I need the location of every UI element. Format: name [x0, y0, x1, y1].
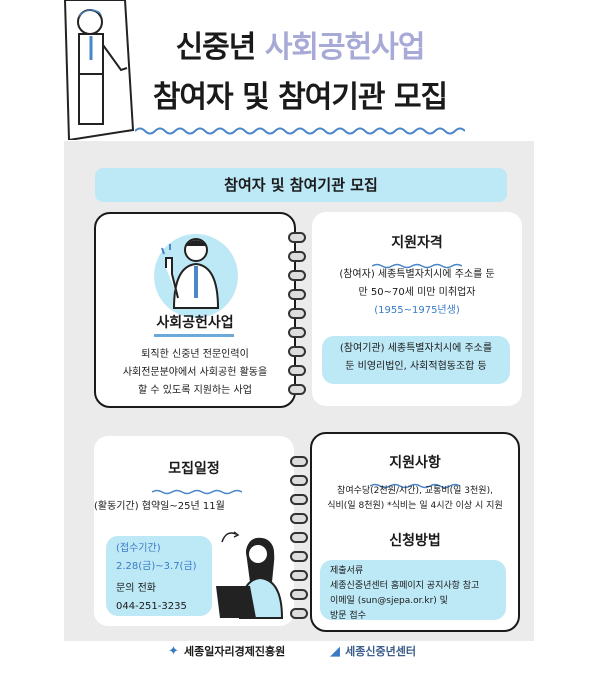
eligibility-card: 지원자격 (참여자) 세종특별자치시에 주소를 둔 만 50~70세 미만 미취… [312, 212, 522, 406]
wave-divider [134, 121, 466, 140]
participant-eligibility: (참여자) 세종특별자치시에 주소를 둔 만 50~70세 미만 미취업자 (1… [339, 269, 495, 316]
section-banner: 참여자 및 참여기관 모집 [95, 168, 507, 202]
laptop-woman-illustration [212, 522, 292, 626]
schedule-card: 모집일정 (활동기간) 협약일~25년 11월 (접수기간) 2.28(금)~3… [94, 436, 294, 626]
schedule-heading: 모집일정 [168, 461, 220, 477]
intro-description: 퇴직한 신중년 전문인력이 사회전문분야에서 사회공헌 활동을 할 수 있도록 … [122, 349, 268, 396]
apply-box: 제출서류 세종신중년센터 홈페이지 공지사항 참고 이메일 (sun@sjepa… [320, 560, 506, 621]
title-accent: 사회공헌사업 [264, 30, 426, 65]
support-details: 참여수당(2천원/시간), 교통비(일 3천원), 식비(일 8천원) *식비는… [327, 486, 503, 511]
intro-heading-underline [154, 334, 234, 337]
economy-logo-icon: ✦ [168, 644, 179, 659]
binder-rings-top [288, 232, 306, 395]
title-prefix: 신중년 [175, 30, 257, 65]
intro-heading: 사회공헌사업 [156, 315, 234, 331]
support-wave [369, 474, 461, 493]
org-eligibility-box: (참여기관) 세종특별자치시에 주소를 둔 비영리법인, 사회적협동조합 등 [322, 336, 510, 384]
reception-box: (접수기간) 2.28(금)~3.7(금) 문의 전화 044-251-3235 [106, 536, 212, 616]
page-subtitle: 참여자 및 참여기관 모집 [152, 80, 448, 115]
page-title: 신중년 사회공헌사업 [0, 22, 600, 66]
eligibility-wave [371, 254, 463, 273]
apply-heading: 신청방법 [389, 533, 441, 549]
activity-period: (활동기간) 협약일~25년 11월 [94, 501, 225, 512]
schedule-wave [151, 480, 243, 499]
footer-logo-economy: ✦ 세종일자리경제진흥원 [168, 644, 286, 659]
intro-card: 사회공헌사업 퇴직한 신중년 전문인력이 사회전문분야에서 사회공헌 활동을 할… [94, 212, 296, 408]
center-logo-icon: ◢ [330, 644, 340, 659]
thumbs-up-man-illustration [144, 228, 248, 322]
support-card: 지원사항 참여수당(2천원/시간), 교통비(일 3천원), 식비(일 8천원)… [310, 432, 520, 632]
eligibility-heading: 지원자격 [391, 235, 443, 251]
door-man-illustration [55, 0, 135, 142]
support-heading: 지원사항 [389, 455, 441, 471]
binder-rings-bottom [290, 456, 308, 619]
footer-logo-center: ◢ 세종신중년센터 [330, 644, 416, 659]
